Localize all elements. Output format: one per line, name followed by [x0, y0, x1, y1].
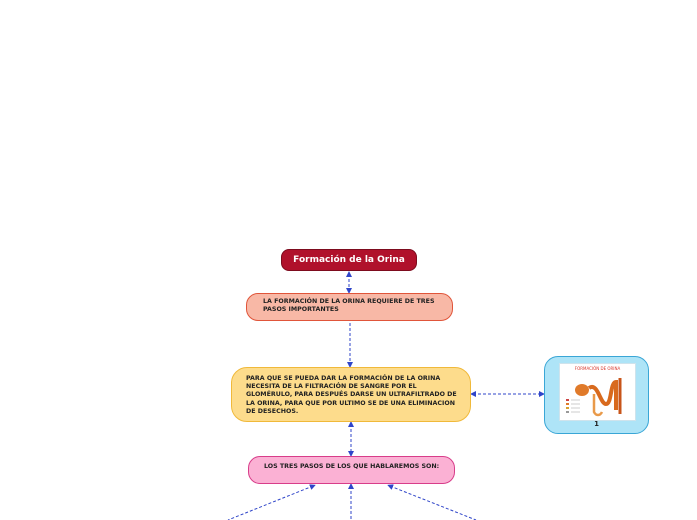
node-explanation[interactable]: PARA QUE SE PUEDA DAR LA FORMACIÓN DE LA…: [231, 367, 471, 422]
connector-steps-left: [227, 484, 316, 520]
node-step-intro[interactable]: LA FORMACIÓN DE LA ORINA REQUIERE DE TRE…: [246, 293, 453, 321]
node-three-steps[interactable]: LOS TRES PASOS DE LOS QUE HABLAREMOS SON…: [248, 456, 455, 484]
connector-steps-right: [387, 484, 477, 520]
nephron-illustration: [566, 378, 622, 417]
legend-swatches: [566, 399, 569, 413]
node-step-intro-text: LA FORMACIÓN DE LA ORINA REQUIERE DE TRE…: [263, 298, 435, 313]
node-explanation-text: PARA QUE SE PUEDA DAR LA FORMACIÓN DE LA…: [246, 375, 457, 415]
nephron-shape: [575, 378, 622, 417]
image-thumbnail[interactable]: FORMACIÓN DE ORINA: [559, 363, 636, 421]
image-node-label: 1: [594, 420, 599, 428]
legend-lines: [571, 399, 580, 413]
node-three-steps-text: LOS TRES PASOS DE LOS QUE HABLAREMOS SON…: [264, 463, 440, 470]
root-node[interactable]: Formación de la Orina: [281, 249, 417, 271]
thumbnail-title: FORMACIÓN DE ORINA: [574, 366, 621, 371]
root-node-label: Formación de la Orina: [293, 255, 405, 265]
image-node[interactable]: FORMACIÓN DE ORINA 1: [544, 356, 649, 434]
